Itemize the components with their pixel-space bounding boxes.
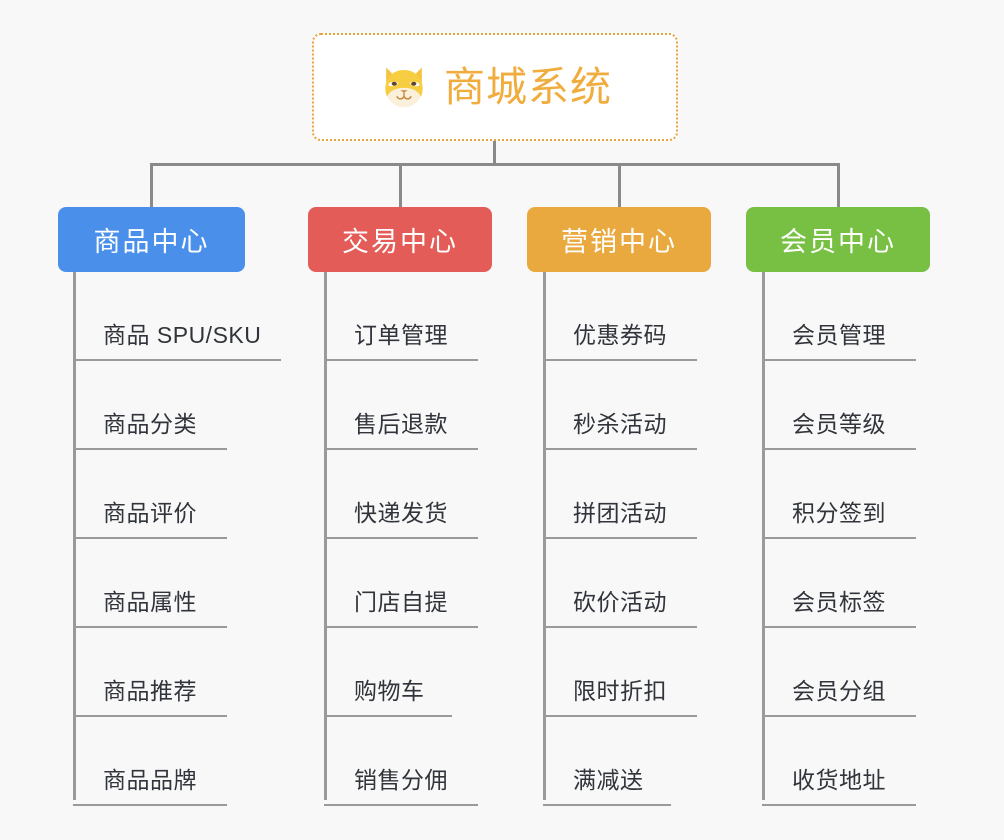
connector-root-stem (493, 141, 496, 165)
branch-header-label: 会员中心 (780, 227, 896, 257)
leaf-label: 会员分组 (792, 678, 886, 704)
leaf-label: 砍价活动 (573, 589, 667, 615)
leaf-label: 会员标签 (792, 589, 886, 615)
leaf-underline (762, 359, 916, 361)
leaf-label: 会员等级 (792, 411, 886, 437)
shiba-dog-face-icon (385, 67, 423, 108)
leaf-underline (324, 715, 452, 717)
leaf-label: 满减送 (573, 767, 644, 793)
leaf-label: 售后退款 (354, 411, 448, 437)
branch-trade-center: 交易中心 (308, 207, 492, 272)
leaf-underline (762, 626, 916, 628)
leaf-underline (73, 537, 227, 539)
root-node[interactable]: 商城系统 (312, 33, 678, 141)
leaf-label: 拼团活动 (573, 500, 667, 526)
leaf-underline (73, 448, 227, 450)
leaf-label: 收货地址 (792, 767, 886, 793)
leaf-underline (543, 537, 697, 539)
leaf-underline (324, 359, 478, 361)
leaf-underline (73, 715, 227, 717)
leaf-label: 商品属性 (103, 589, 197, 615)
branch-header-label: 营销中心 (561, 227, 677, 257)
branch-header-member-center[interactable]: 会员中心 (746, 207, 930, 272)
leaf-underline (543, 715, 697, 717)
leaf-label: 秒杀活动 (573, 411, 667, 437)
branch-product-center: 商品中心 (58, 207, 245, 272)
branch-member-center: 会员中心 (746, 207, 930, 272)
root-title: 商城系统 (444, 63, 612, 110)
branch-header-marketing-center[interactable]: 营销中心 (527, 207, 711, 272)
leaf-underline (73, 626, 227, 628)
connector-drop-trade-center (399, 163, 402, 208)
leaf-underline (762, 715, 916, 717)
leaf-underline (543, 359, 697, 361)
leaf-label: 优惠券码 (573, 322, 667, 348)
leaf-label: 快递发货 (354, 500, 448, 526)
leaf-underline (543, 804, 671, 806)
leaf-underline (543, 626, 697, 628)
leaf-underline (762, 537, 916, 539)
leaf-underline (762, 448, 916, 450)
leaf-underline (543, 448, 697, 450)
leaf-underline (324, 804, 478, 806)
leaf-underline (762, 804, 916, 806)
connector-drop-member-center (837, 163, 840, 208)
leaf-label: 限时折扣 (573, 678, 667, 704)
leaf-label: 商品品牌 (103, 767, 197, 793)
leaf-underline (324, 537, 478, 539)
connector-horizontal-bus (150, 163, 840, 166)
branch-header-label: 交易中心 (342, 227, 458, 257)
leaf-underline (73, 359, 281, 361)
leaf-label: 商品 SPU/SKU (103, 322, 262, 348)
leaf-label: 积分签到 (792, 500, 886, 526)
branch-header-label: 商品中心 (93, 227, 210, 257)
connector-drop-product-center (150, 163, 153, 208)
leaf-label: 购物车 (354, 678, 425, 704)
leaf-label: 会员管理 (792, 322, 886, 348)
leaf-label: 商品评价 (103, 500, 197, 526)
leaf-label: 商品推荐 (103, 678, 197, 704)
branch-spine-product-center (73, 272, 76, 800)
leaf-underline (324, 448, 478, 450)
branch-header-trade-center[interactable]: 交易中心 (308, 207, 492, 272)
branch-spine-trade-center (324, 272, 327, 800)
leaf-label: 销售分佣 (354, 767, 448, 793)
leaf-label: 商品分类 (103, 411, 197, 437)
branch-header-product-center[interactable]: 商品中心 (58, 207, 245, 272)
branch-spine-member-center (762, 272, 765, 800)
leaf-label: 订单管理 (354, 322, 448, 348)
branch-spine-marketing-center (543, 272, 546, 800)
branch-marketing-center: 营销中心 (527, 207, 711, 272)
connector-drop-marketing-center (618, 163, 621, 208)
leaf-underline (73, 804, 227, 806)
leaf-underline (324, 626, 478, 628)
leaf-label: 门店自提 (354, 589, 448, 615)
